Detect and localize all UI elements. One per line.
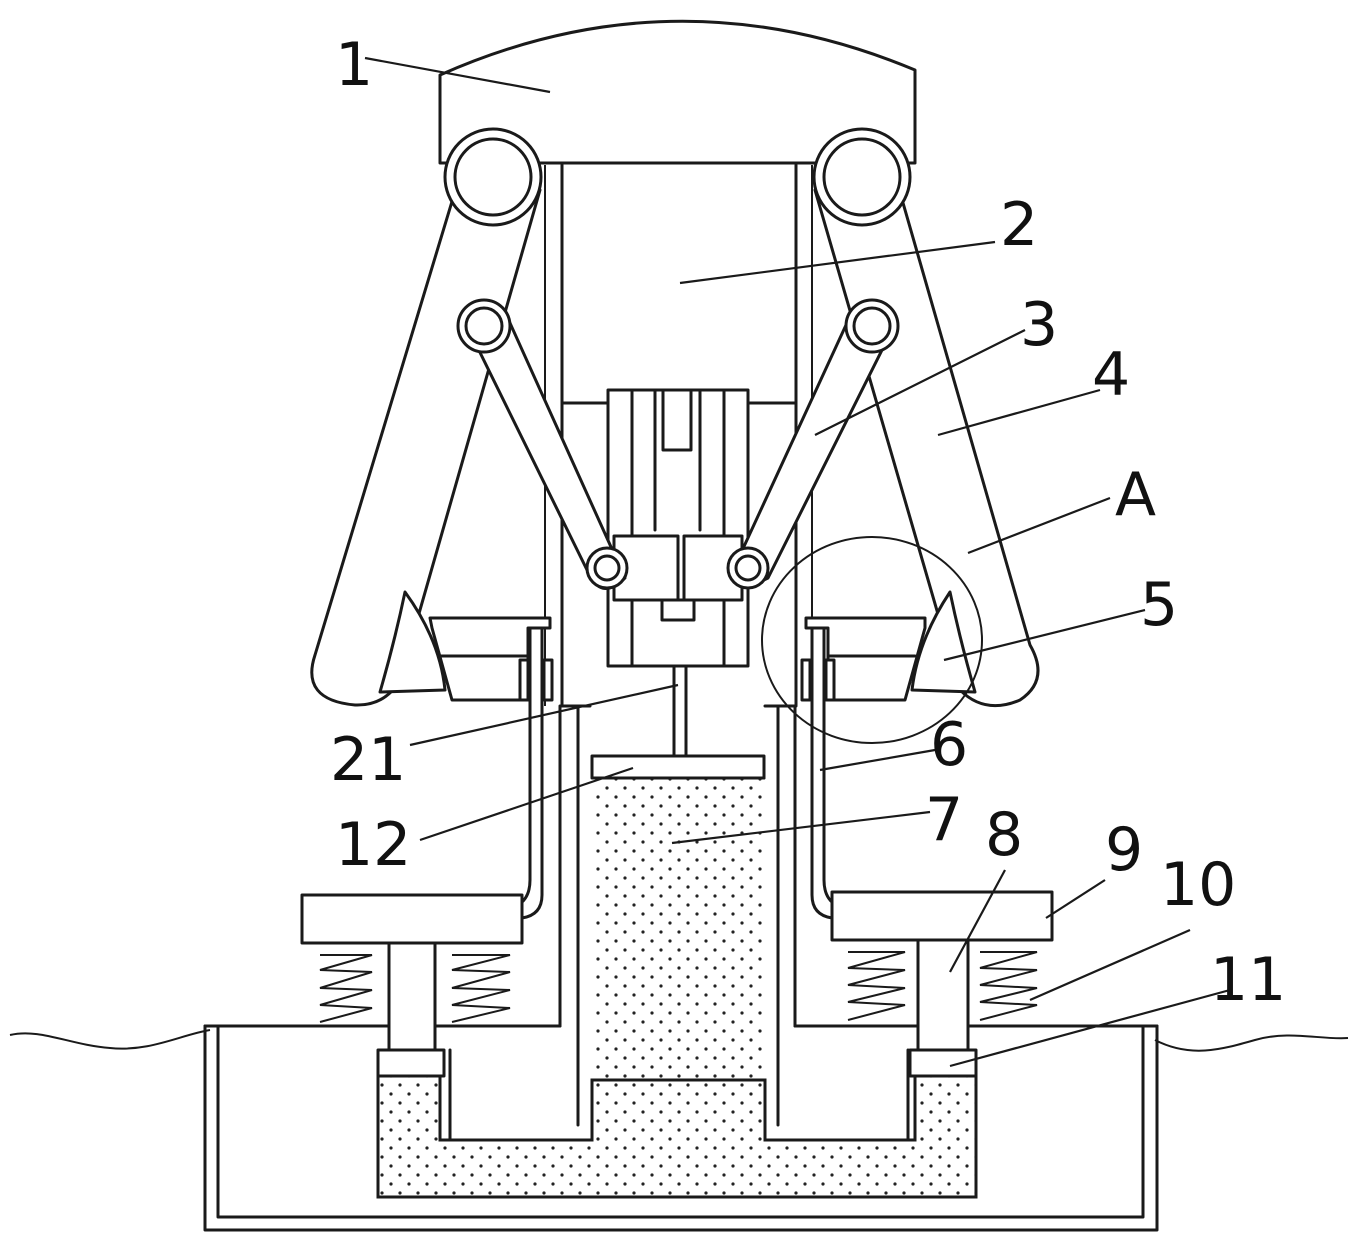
label-6: 6 [930,710,968,780]
inner-link-right [726,298,900,590]
label-11: 11 [1210,945,1286,1015]
label-9: 9 [1105,815,1143,885]
gear-box [606,388,750,668]
label-8: 8 [985,800,1023,870]
springs [319,951,1038,1023]
label-21: 21 [330,725,406,795]
cup-right [804,616,927,702]
label-5: 5 [1140,570,1178,640]
label-4: 4 [1092,340,1130,410]
pivot-wheels-top [443,127,912,227]
cup-left [428,616,552,702]
pipe-left [516,626,554,920]
label-7: 7 [925,785,963,855]
label-10: 10 [1160,850,1236,920]
label-1: 1 [335,30,373,100]
leader-lines [364,56,1231,1068]
part-labels: 1 2 3 4 A 5 21 6 12 7 8 9 10 11 [330,30,1286,1015]
label-3: 3 [1020,290,1058,360]
pipe-right [800,626,838,920]
top-head [438,19,917,165]
column-liquid [592,776,766,1080]
posts [376,938,978,1078]
label-2: 2 [1000,190,1038,260]
base-tank [203,1024,1159,1232]
detail-circle-a [761,536,983,744]
plates [300,890,1054,945]
liquid-reservoir [376,1073,978,1199]
brake-pads [378,590,977,694]
label-a: A [1115,460,1156,530]
inner-link-left [456,298,629,590]
label-12: 12 [335,810,411,880]
ground-line [9,1029,1349,1052]
